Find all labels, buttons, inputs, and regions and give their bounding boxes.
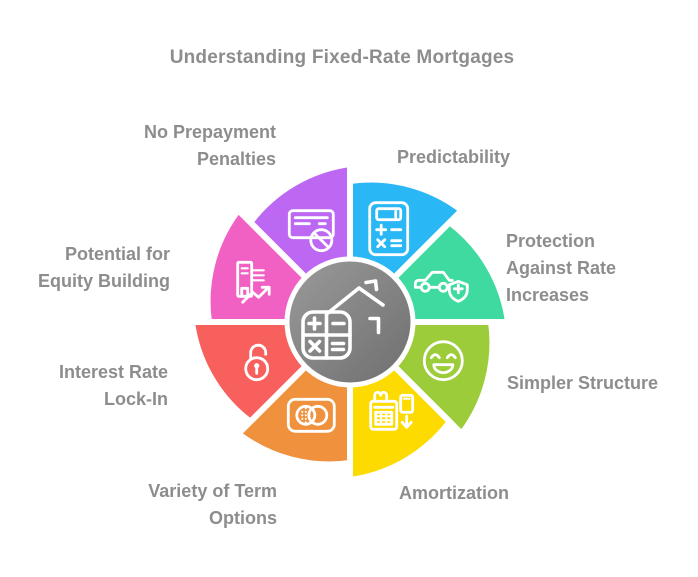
label-predictability: Predictability — [397, 147, 511, 167]
wheel-center — [284, 256, 416, 388]
label-potential-for-equity-building: Potential for Equity Building — [38, 244, 170, 291]
label-no-prepayment-penalties: No Prepayment Penalties — [143, 122, 276, 169]
label-amortization: Amortization — [399, 483, 509, 503]
payment-terminal-icon — [369, 390, 415, 431]
smiley-face-icon — [422, 340, 464, 382]
open-padlock-icon — [244, 343, 270, 382]
page-title: Understanding Fixed-Rate Mortgages — [169, 47, 515, 68]
label-simpler-structure: Simpler Structure — [507, 373, 659, 393]
calculator-icon — [368, 201, 410, 257]
credit-card-blocked-icon — [287, 209, 335, 253]
car-shield-icon — [413, 270, 469, 303]
house-calculator-icon — [301, 279, 385, 360]
building-growth-icon — [236, 260, 271, 304]
label-protection-against-rate-increases: Protection Against Rate Increases — [506, 231, 617, 305]
label-interest-rate-lock-in: Interest Rate Lock-In — [58, 362, 168, 409]
label-variety-of-term-options: Variety of Term Options — [148, 481, 277, 528]
overlapping-circles-icon — [286, 397, 336, 433]
